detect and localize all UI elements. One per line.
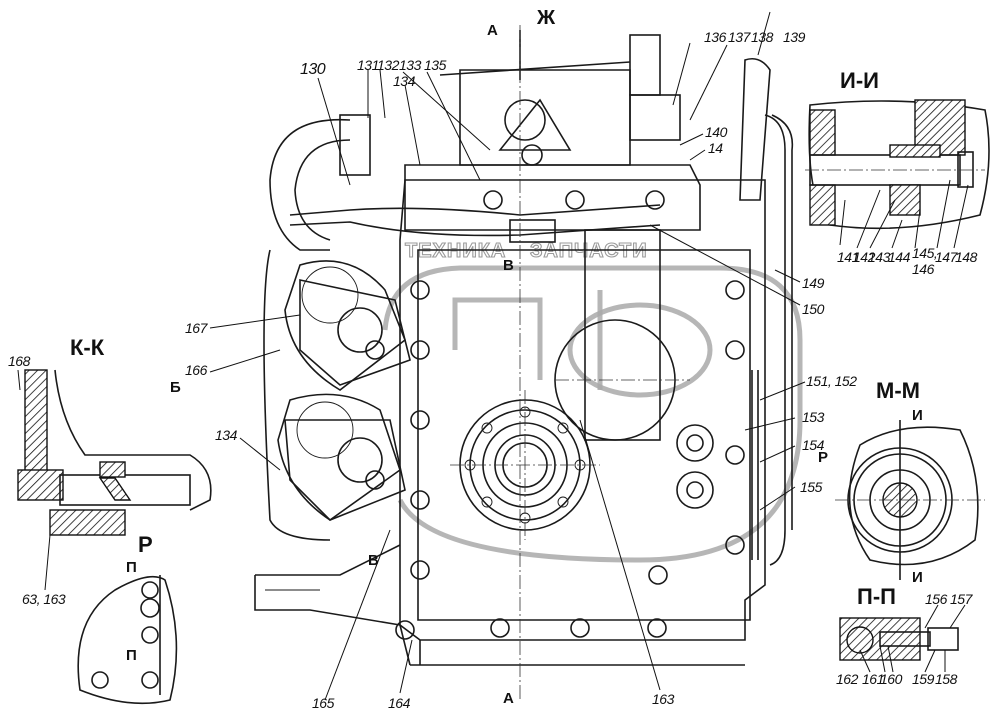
view-title-R: Р: [138, 532, 153, 557]
callout-157: 157: [950, 591, 974, 607]
callout-139: 139: [783, 29, 806, 45]
callout-leaders: [17, 11, 969, 701]
callout-167: 167: [185, 320, 209, 336]
watermark-caption-right: ЗАПЧАСТИ: [530, 240, 648, 262]
callout-158: 158: [935, 671, 958, 687]
callout-162: 162: [836, 671, 859, 687]
view-R: [77, 575, 178, 705]
top-pipe: [289, 30, 771, 243]
section-titles: И-И К-К М-М П-П Р: [70, 68, 920, 609]
upper-cover-assembly: [554, 229, 690, 441]
drain-plugs: [676, 424, 714, 509]
callout-143: 143: [868, 249, 891, 265]
marker-R: Р: [818, 449, 828, 466]
callout-166: 166: [185, 362, 208, 378]
marker-A-top: А: [487, 22, 498, 39]
marker-A-bottom: А: [503, 690, 514, 707]
watermark: ТЕХНИКА ЗАПЧАСТИ: [382, 239, 803, 563]
callout-146: 146: [912, 261, 935, 277]
callout-154: 154: [802, 437, 825, 453]
view-markers: А Ж А Б В В Р И И П П: [126, 7, 923, 707]
marker-I-top: И: [912, 407, 923, 424]
callout-141: 141: [837, 249, 859, 265]
right-tubes: [751, 114, 794, 566]
callout-63-163: 63, 163: [22, 591, 66, 607]
callout-168: 168: [8, 353, 31, 369]
section-I-I: [805, 99, 990, 230]
callout-134: 134: [393, 73, 416, 89]
callout-155: 155: [800, 479, 823, 495]
callout-138: 138: [751, 29, 774, 45]
callout-147: 147: [935, 249, 959, 265]
callout-151-152: 151, 152: [806, 373, 857, 389]
section-title-P-P: П-П: [857, 584, 896, 609]
callout-161: 161: [862, 671, 884, 687]
hydraulic-pumps: [277, 260, 411, 521]
callout-149: 149: [802, 275, 825, 291]
callout-labels: 130 131 132 133 134 135 136 137 138 139 …: [8, 29, 978, 711]
callout-144: 144: [888, 249, 911, 265]
callout-150: 150: [802, 301, 825, 317]
callout-14: 14: [708, 140, 723, 156]
callout-165: 165: [312, 695, 335, 711]
output-flange: [450, 390, 600, 540]
marker-P-bottom: П: [126, 647, 137, 664]
callout-130: 130: [300, 61, 326, 78]
section-title-I-I: И-И: [840, 68, 879, 93]
callout-153: 153: [802, 409, 825, 425]
marker-Zh: Ж: [536, 7, 556, 29]
callout-135: 135: [424, 57, 447, 73]
callout-134-pump: 134: [215, 427, 238, 443]
callout-159: 159: [912, 671, 935, 687]
callout-131: 131: [357, 57, 379, 73]
callout-160: 160: [880, 671, 903, 687]
callout-164: 164: [388, 695, 411, 711]
section-P-P: [839, 617, 959, 661]
marker-P-top: П: [126, 559, 137, 576]
callout-145: 145,: [912, 245, 937, 261]
callout-137: 137: [728, 29, 752, 45]
callout-140: 140: [705, 124, 728, 140]
callout-133: 133: [399, 57, 422, 73]
section-K-K: [17, 369, 212, 536]
section-title-K-K: К-К: [70, 335, 105, 360]
marker-V-top: В: [503, 257, 514, 274]
callout-163: 163: [652, 691, 675, 707]
housing-bolts: [395, 190, 745, 640]
callout-156: 156: [925, 591, 948, 607]
marker-I-bottom: И: [912, 569, 923, 586]
callout-132: 132: [377, 57, 400, 73]
marker-V-bottom: В: [368, 552, 379, 569]
section-M-M: [835, 420, 985, 580]
watermark-caption-left: ТЕХНИКА: [405, 240, 506, 262]
gearbox-housing: [254, 61, 766, 666]
marker-B: Б: [170, 379, 181, 396]
callout-136: 136: [704, 29, 727, 45]
section-title-M-M: М-М: [876, 378, 920, 403]
callout-148: 148: [955, 249, 978, 265]
callout-142: 142: [853, 249, 876, 265]
